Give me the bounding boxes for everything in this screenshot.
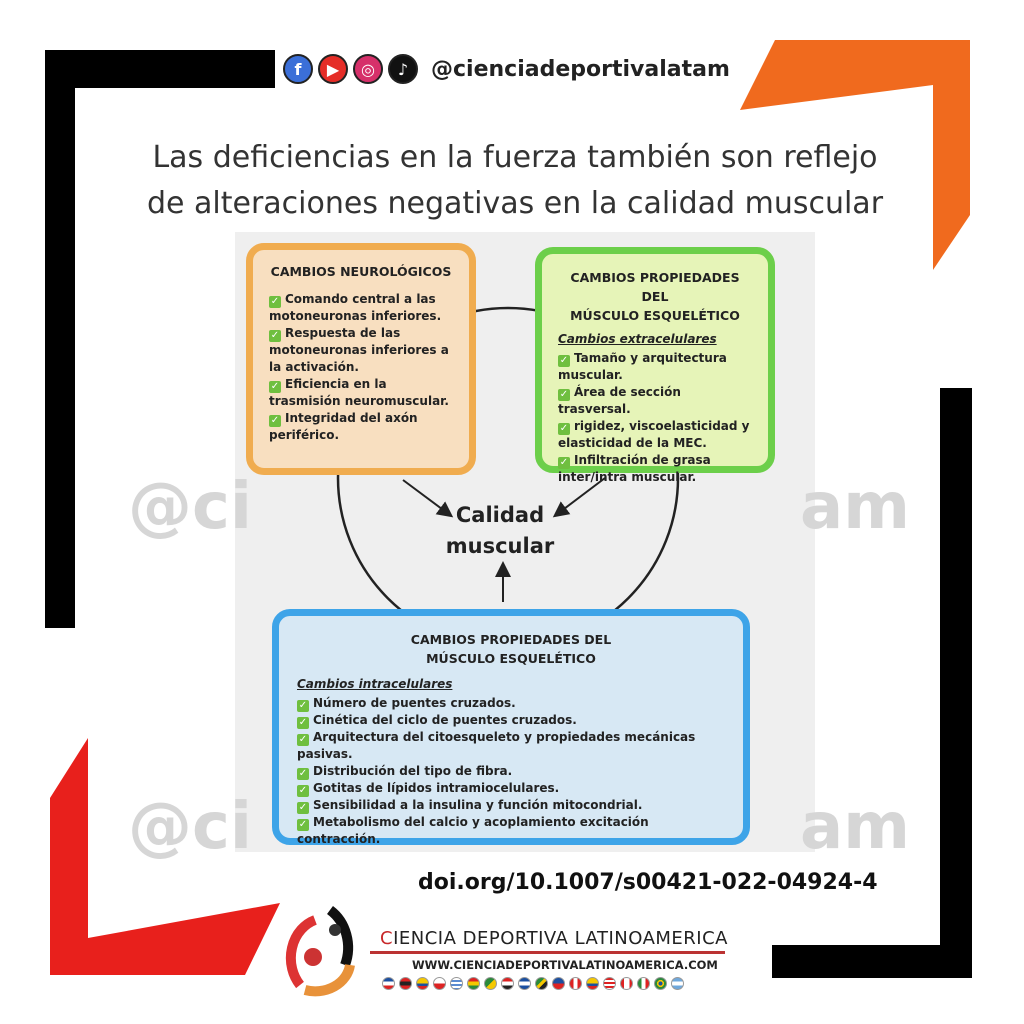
list-item: ✓Respuesta de las motoneuronas inferiore… bbox=[269, 326, 449, 374]
watermark: am bbox=[800, 790, 910, 864]
watermark: @ci bbox=[128, 470, 252, 544]
flag-icon bbox=[382, 977, 395, 990]
social-bar: f ▶ ◎ ♪ @cienciadeportivalatam bbox=[283, 54, 730, 84]
check-icon: ✓ bbox=[297, 785, 309, 797]
orange-bracket-top-right bbox=[740, 40, 970, 270]
flag-icon bbox=[569, 977, 582, 990]
list-item: ✓Distribución del tipo de fibra. bbox=[297, 764, 513, 780]
flag-icon bbox=[416, 977, 429, 990]
arrow-extra bbox=[552, 477, 606, 518]
list-item: ✓Gotitas de lípidos intramiocelulares. bbox=[297, 781, 560, 797]
flag-icon bbox=[671, 977, 684, 990]
instagram-icon[interactable]: ◎ bbox=[353, 54, 383, 84]
list-item: ✓Comando central a las motoneuronas infe… bbox=[269, 292, 442, 323]
black-bracket-top-left bbox=[45, 50, 75, 628]
check-icon: ✓ bbox=[558, 389, 570, 401]
title-line-1: Las deficiencias en la fuerza también so… bbox=[152, 140, 878, 175]
check-icon: ✓ bbox=[558, 423, 570, 435]
brand-divider bbox=[370, 951, 725, 954]
doi-link[interactable]: doi.org/10.1007/s00421-022-04924-4 bbox=[418, 870, 878, 895]
list-item: ✓Área de sección trasversal. bbox=[558, 385, 681, 416]
flag-icon bbox=[654, 977, 667, 990]
tiktok-icon[interactable]: ♪ bbox=[388, 54, 418, 84]
check-icon: ✓ bbox=[297, 717, 309, 729]
list-item: ✓Integridad del axón periférico. bbox=[269, 411, 418, 442]
check-icon: ✓ bbox=[269, 415, 281, 427]
flags-row bbox=[382, 977, 684, 990]
list-item: ✓Eficiencia en la trasmisión neuromuscul… bbox=[269, 377, 449, 408]
title-line-2: de alteraciones negativas en la calidad … bbox=[146, 186, 884, 221]
list-item: ✓Arquitectura del citoesqueleto y propie… bbox=[297, 730, 696, 761]
youtube-icon[interactable]: ▶ bbox=[318, 54, 348, 84]
brand-url[interactable]: WWW.CIENCIADEPORTIVALATINOAMERICA.COM bbox=[412, 958, 718, 972]
list-item: ✓Número de puentes cruzados. bbox=[297, 696, 516, 712]
watermark: @ci bbox=[128, 790, 252, 864]
neuro-title: CAMBIOS NEUROLÓGICOS bbox=[270, 264, 452, 279]
check-icon: ✓ bbox=[269, 330, 281, 342]
check-icon: ✓ bbox=[558, 457, 570, 469]
arrow-neuro bbox=[402, 479, 454, 518]
check-icon: ✓ bbox=[297, 700, 309, 712]
brand-name: CIENCIA DEPORTIVA LATINOAMERICA bbox=[380, 928, 728, 949]
facebook-icon[interactable]: f bbox=[283, 54, 313, 84]
check-icon: ✓ bbox=[297, 819, 309, 831]
brand-logo-icon bbox=[285, 905, 355, 997]
flag-icon bbox=[450, 977, 463, 990]
flag-icon bbox=[586, 977, 599, 990]
flag-icon bbox=[399, 977, 412, 990]
page-title: Las deficiencias en la fuerza también so… bbox=[80, 135, 950, 227]
black-bracket-bottom-right bbox=[940, 388, 972, 978]
flag-icon bbox=[620, 977, 633, 990]
black-bracket-bottom-right-h bbox=[772, 945, 972, 978]
flag-icon bbox=[535, 977, 548, 990]
flag-icon bbox=[603, 977, 616, 990]
flag-icon bbox=[467, 977, 480, 990]
list-item: ✓Cinética del ciclo de puentes cruzados. bbox=[297, 713, 577, 729]
flag-icon bbox=[433, 977, 446, 990]
watermark: am bbox=[800, 470, 910, 544]
check-icon: ✓ bbox=[297, 802, 309, 814]
black-bracket-top-left-h bbox=[45, 50, 275, 88]
social-handle[interactable]: @cienciadeportivalatam bbox=[431, 56, 730, 82]
red-bracket-bottom-left bbox=[50, 738, 280, 975]
list-item: ✓Metabolismo del calcio y acoplamiento e… bbox=[297, 815, 649, 846]
extra-subtitle: Cambios extracelulares bbox=[558, 332, 717, 346]
list-item: ✓rigidez, viscoelasticidad y elasticidad… bbox=[558, 419, 750, 450]
check-icon: ✓ bbox=[269, 296, 281, 308]
check-icon: ✓ bbox=[269, 381, 281, 393]
flag-icon bbox=[637, 977, 650, 990]
list-item: ✓Sensibilidad a la insulina y función mi… bbox=[297, 798, 643, 814]
list-item: ✓Tamaño y arquitectura muscular. bbox=[558, 351, 727, 382]
neuro-box: CAMBIOS NEUROLÓGICOS ✓Comando central a … bbox=[246, 243, 476, 475]
flag-icon bbox=[552, 977, 565, 990]
check-icon: ✓ bbox=[558, 355, 570, 367]
flag-icon bbox=[484, 977, 497, 990]
flag-icon bbox=[501, 977, 514, 990]
list-item: ✓Infiltración de grasa inter/intra muscu… bbox=[558, 453, 711, 484]
check-icon: ✓ bbox=[297, 734, 309, 746]
intra-subtitle: Cambios intracelulares bbox=[297, 677, 453, 691]
check-icon: ✓ bbox=[297, 768, 309, 780]
flag-icon bbox=[518, 977, 531, 990]
